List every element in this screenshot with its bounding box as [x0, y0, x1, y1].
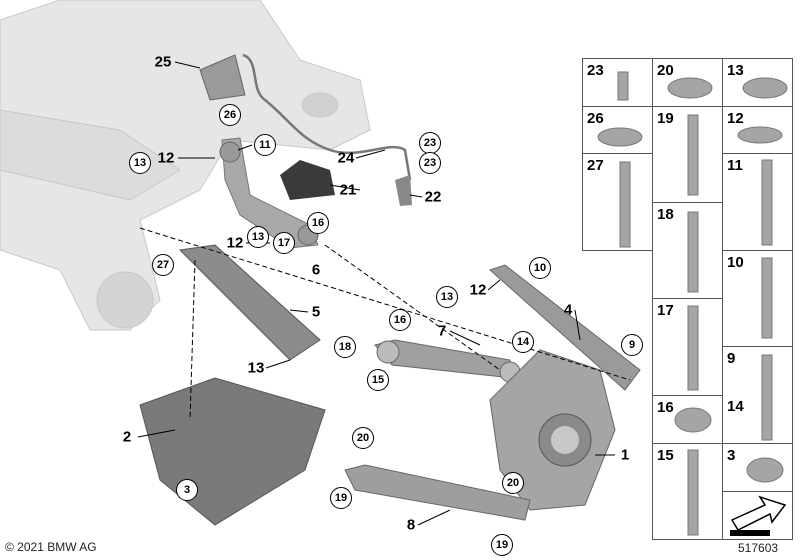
part-number: 13	[727, 62, 744, 79]
callout-3[interactable]: 3	[176, 479, 198, 501]
part-number: 11	[727, 157, 743, 174]
callout-26[interactable]: 26	[219, 104, 241, 126]
part-cell[interactable]: 27	[582, 153, 653, 251]
callout-6[interactable]: 6	[311, 261, 321, 279]
callout-25[interactable]: 25	[154, 53, 172, 71]
part-cell[interactable]: 26	[582, 106, 653, 154]
part-number: 3	[727, 447, 736, 464]
callout-19[interactable]: 19	[330, 487, 352, 509]
callout-14[interactable]: 14	[512, 331, 534, 353]
callout-11[interactable]: 11	[254, 134, 276, 156]
callout-18[interactable]: 18	[334, 336, 356, 358]
callout-12[interactable]: 12	[226, 234, 244, 252]
underbody-shield-part-2	[139, 377, 326, 526]
callout-13[interactable]: 13	[436, 286, 458, 308]
callout-16[interactable]: 16	[307, 212, 329, 234]
control-arm-part-4	[489, 264, 641, 391]
callout-23[interactable]: 23	[419, 152, 441, 174]
sensor-part-22	[395, 175, 412, 206]
part-cell[interactable]: 16	[652, 395, 723, 444]
part-number: 9	[727, 350, 736, 367]
part-cell[interactable]: 20	[652, 58, 723, 107]
callout-10[interactable]: 10	[529, 257, 551, 279]
callout-13[interactable]: 13	[247, 359, 265, 377]
bracket-part-21	[280, 160, 335, 200]
callout-7[interactable]: 7	[437, 322, 447, 340]
part-cell[interactable]: 19	[652, 106, 723, 203]
part-number: 15	[657, 447, 674, 464]
sensor-wire	[242, 53, 412, 181]
control-arm-part-6	[221, 137, 319, 249]
callout-2[interactable]: 2	[122, 428, 132, 446]
direction-arrow-icon	[730, 495, 787, 536]
part-number: 10	[727, 254, 744, 271]
part-number: 18	[657, 206, 674, 223]
callout-16[interactable]: 16	[389, 309, 411, 331]
part-number: 12	[727, 110, 744, 127]
callout-4[interactable]: 4	[563, 301, 573, 319]
part-cell[interactable]: 3	[722, 443, 793, 492]
part-number: 16	[657, 399, 674, 416]
part-cell[interactable]: 9 14	[722, 346, 793, 444]
diagram-id: 517603	[738, 541, 779, 555]
part-number: 20	[657, 62, 674, 79]
callout-24[interactable]: 24	[337, 149, 355, 167]
part-number: 26	[587, 110, 604, 127]
callout-27[interactable]: 27	[152, 254, 174, 276]
part-cell[interactable]: 17	[652, 298, 723, 396]
rear-subframe	[0, 0, 371, 331]
callout-13[interactable]: 13	[129, 152, 151, 174]
callout-15[interactable]: 15	[367, 369, 389, 391]
tension-strut-part-5	[178, 244, 321, 361]
callout-12[interactable]: 12	[469, 281, 487, 299]
callout-20[interactable]: 20	[502, 472, 524, 494]
part-cell[interactable]: 11	[722, 153, 793, 251]
control-arm-part-8	[344, 464, 531, 521]
callout-12[interactable]: 12	[157, 149, 175, 167]
callout-5[interactable]: 5	[311, 303, 321, 321]
part-number: 17	[657, 302, 674, 319]
part-cell[interactable]: 13	[722, 58, 793, 107]
callout-8[interactable]: 8	[406, 516, 416, 534]
part-number: 27	[587, 157, 604, 174]
copyright-text: © 2021 BMW AG	[5, 540, 97, 554]
part-cell[interactable]: 23	[582, 58, 653, 107]
callout-21[interactable]: 21	[339, 181, 357, 199]
callout-22[interactable]: 22	[424, 188, 442, 206]
arrow-cell	[722, 491, 793, 540]
callout-9[interactable]: 9	[621, 334, 643, 356]
part-cell[interactable]: 12	[722, 106, 793, 154]
callout-1[interactable]: 1	[620, 446, 630, 464]
part-number: 14	[727, 398, 744, 415]
part-number: 19	[657, 110, 674, 127]
part-cell[interactable]: 10	[722, 250, 793, 347]
part-cell[interactable]: 15	[652, 443, 723, 540]
callout-17[interactable]: 17	[273, 232, 295, 254]
callout-13[interactable]: 13	[247, 226, 269, 248]
part-number: 23	[587, 62, 604, 79]
bracket-part-25	[199, 54, 246, 101]
callout-23[interactable]: 23	[419, 132, 441, 154]
part-cell[interactable]: 18	[652, 202, 723, 299]
leader-lines	[137, 61, 631, 526]
callout-20[interactable]: 20	[352, 427, 374, 449]
callout-19[interactable]: 19	[491, 534, 513, 556]
